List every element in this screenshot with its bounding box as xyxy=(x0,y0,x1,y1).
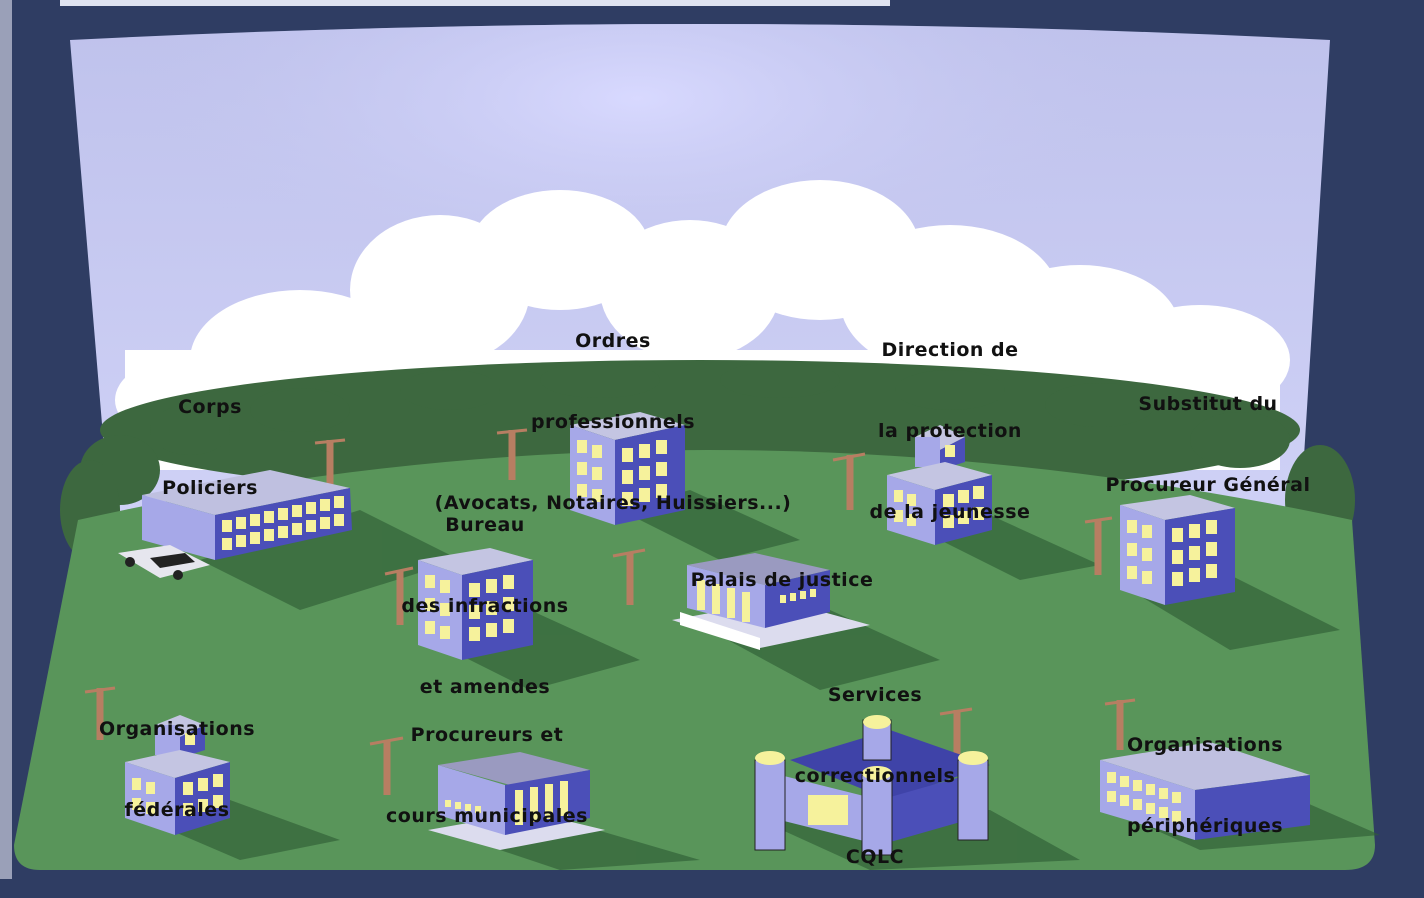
label-bureau-infractions: Bureau des infractions et amendes xyxy=(401,514,569,698)
protection-jeunesse-building xyxy=(887,425,992,545)
police-car-icon xyxy=(118,545,210,580)
label-services-correctionnels: Services correctionnels CQLC xyxy=(794,684,956,868)
justice-system-illustration xyxy=(0,0,1380,879)
top-edge xyxy=(60,0,890,6)
peripheriques-building xyxy=(1100,742,1310,840)
bureau-infractions-building xyxy=(418,548,533,660)
label-corps-policiers: Corps Policiers xyxy=(162,396,258,499)
pole-crossbars xyxy=(84,428,1136,746)
prison-icon xyxy=(754,715,990,856)
ordres-professionnels-building xyxy=(570,412,685,525)
label-organisations-peripheriques: Organisations périphériques xyxy=(1126,734,1284,837)
procureurs-courthouse-icon xyxy=(428,752,605,850)
label-direction-protection-jeunesse: Direction de la protection de la jeuness… xyxy=(869,339,1031,523)
federales-building xyxy=(125,715,230,835)
label-palais-justice: Palais de justice xyxy=(690,569,874,591)
courthouse-icon xyxy=(672,553,870,650)
label-substitut-procureur: Substitut du Procureur Général xyxy=(1105,393,1311,496)
left-edge xyxy=(0,0,12,879)
label-procureurs-cours-municipales: Procureurs et cours municipales xyxy=(386,724,588,827)
label-ordres-professionnels: Ordres professionnels (Avocats, Notaires… xyxy=(434,330,792,514)
substitut-procureur-building xyxy=(1120,495,1235,605)
tree-line xyxy=(60,360,1355,560)
label-organisations-federales: Organisations fédérales xyxy=(98,718,256,821)
police-station-building xyxy=(142,470,352,560)
